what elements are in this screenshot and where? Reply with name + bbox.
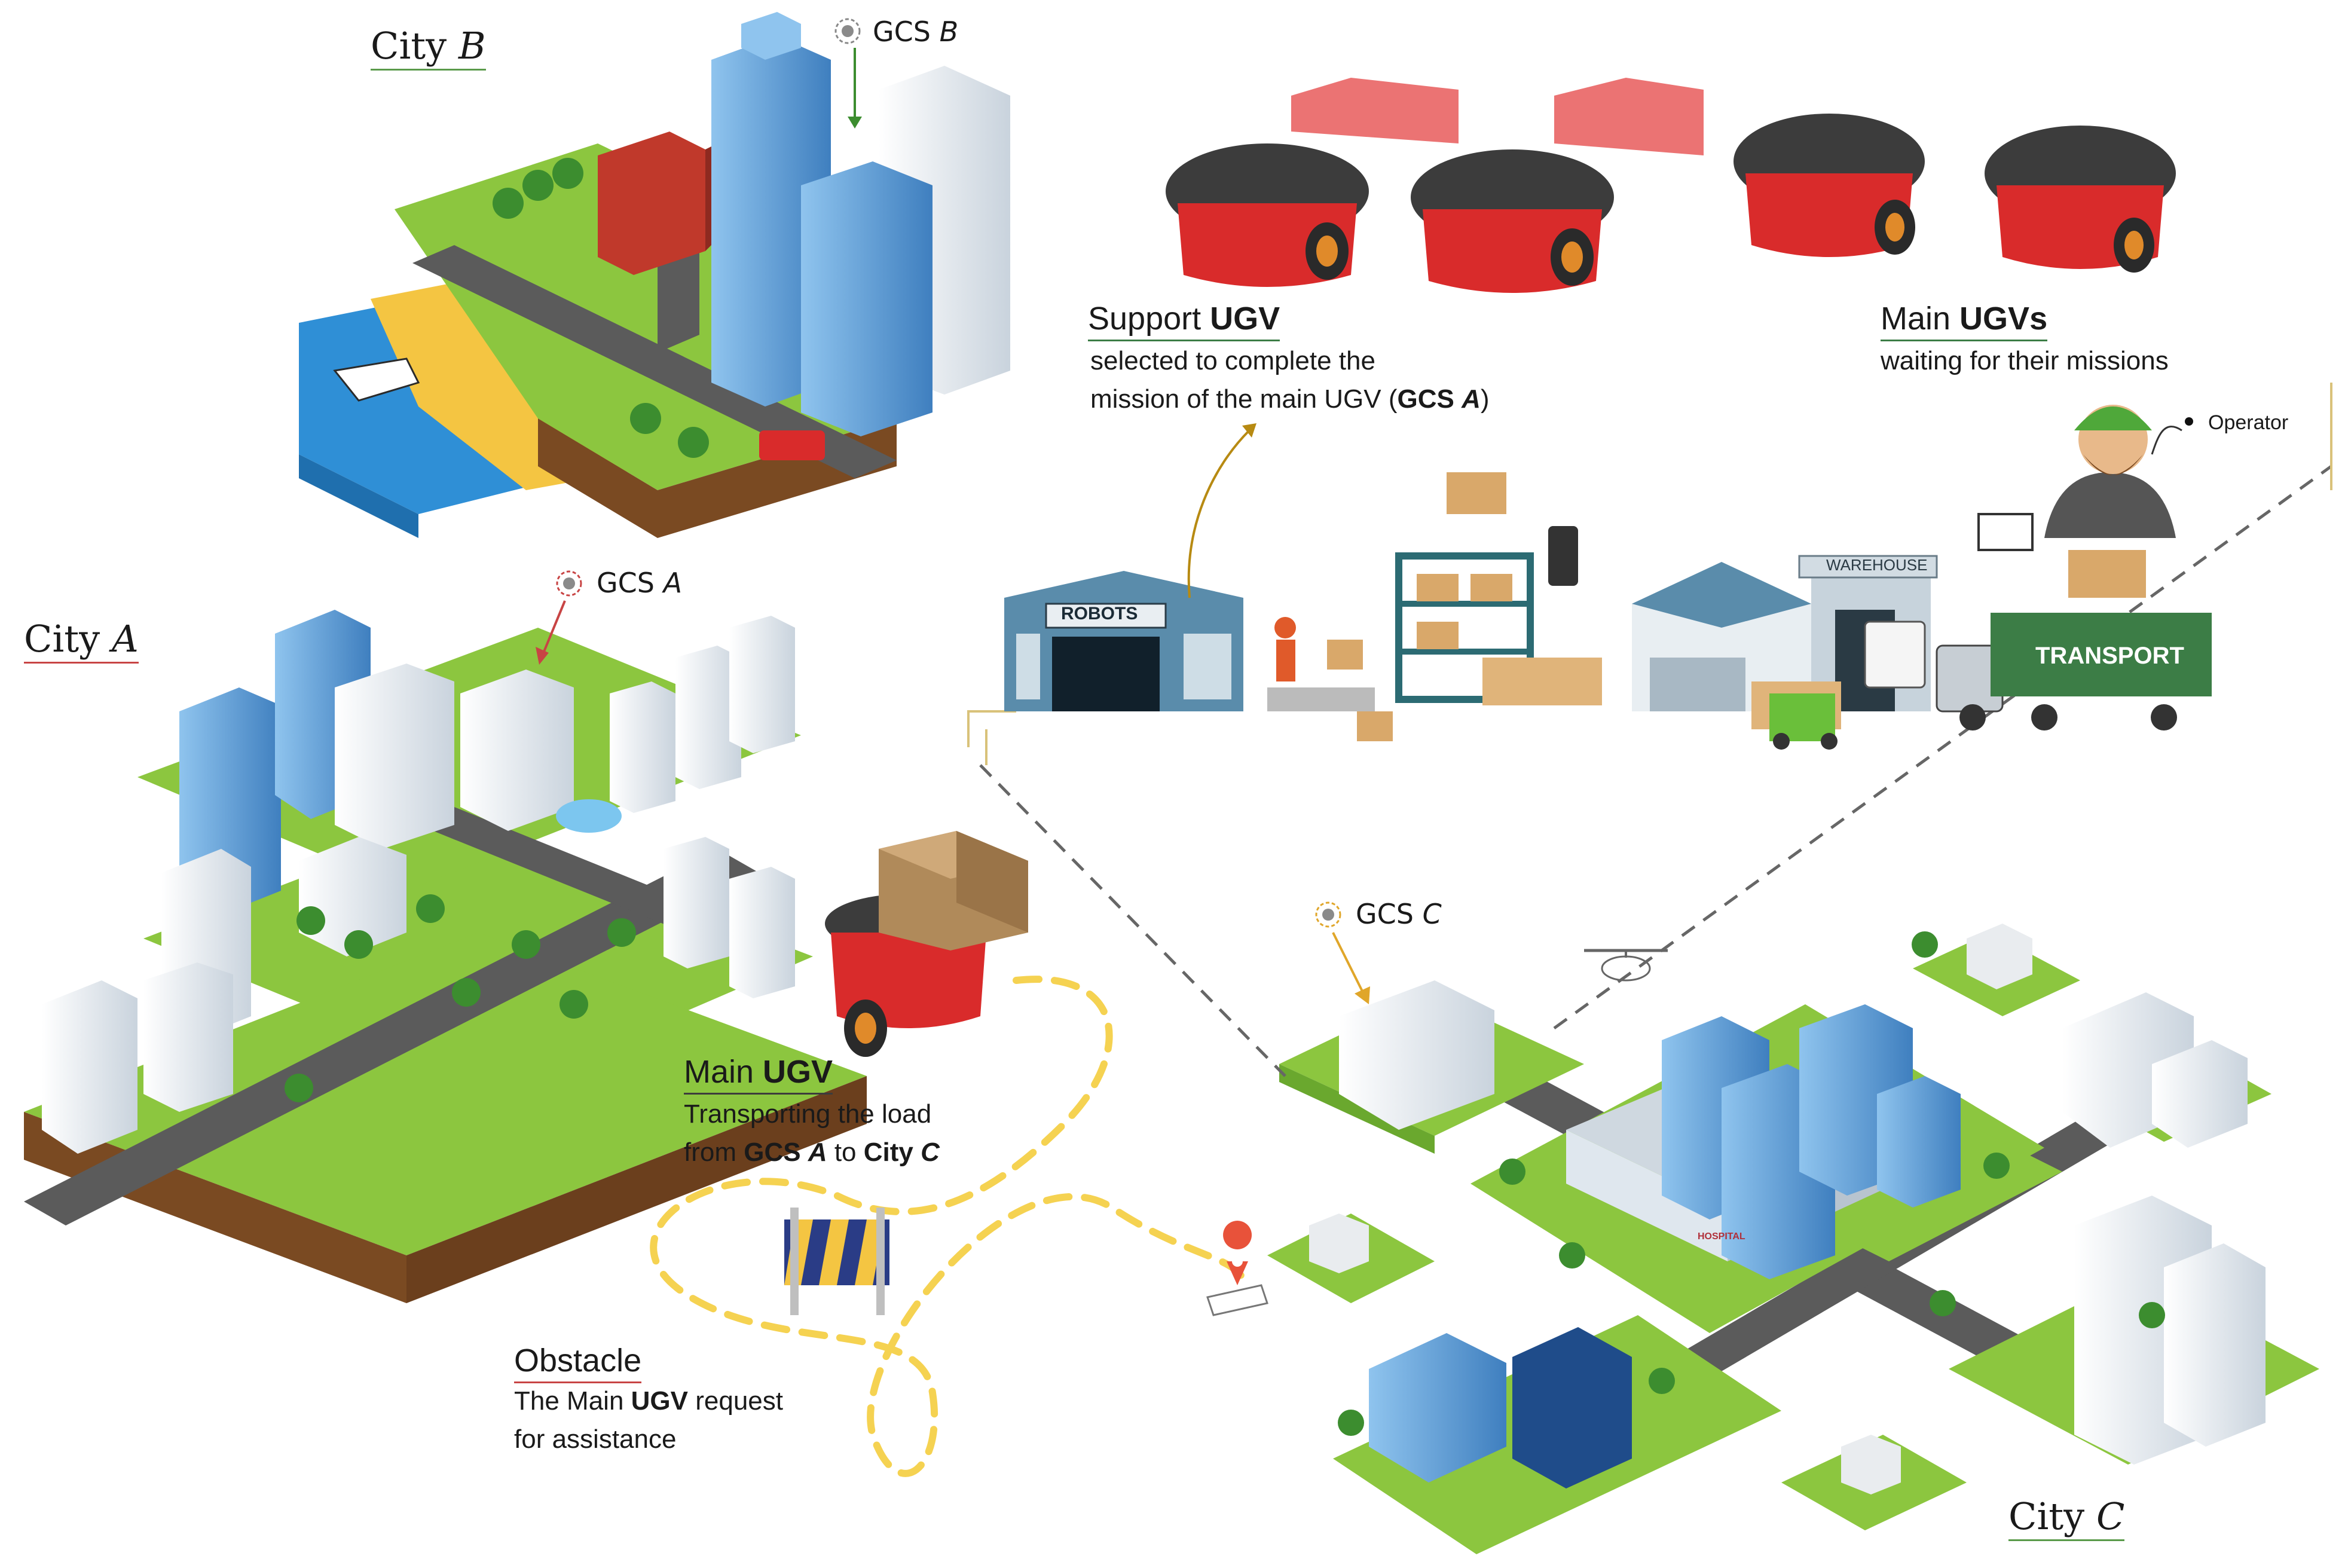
- city-b-label: City B: [371, 24, 486, 71]
- obstacle-title: Obstacle: [514, 1342, 642, 1383]
- city-c-illustration: [1267, 924, 2319, 1554]
- destination-pin: [1206, 1221, 1268, 1316]
- gcs-a-label: GCS A: [597, 567, 683, 599]
- main-ugv-waiting-2: [1985, 126, 2176, 273]
- obstacle-barrier: [784, 1208, 889, 1315]
- obstacle-desc: The Main UGV request for assistance: [514, 1386, 783, 1454]
- connector-right: [1553, 464, 2332, 1030]
- support-ugv-1: [1166, 78, 1459, 287]
- connector-left: [979, 764, 1286, 1077]
- operator-label: Operator: [2208, 411, 2289, 434]
- city-c-label: City C: [2008, 1494, 2125, 1541]
- main-ugv-title: Main UGV: [684, 1053, 833, 1095]
- city-a-illustration: [24, 610, 867, 1303]
- main-ugv-waiting-1: [1734, 114, 1925, 257]
- transport-truck: [1936, 613, 2212, 730]
- city-a-label: City A: [24, 617, 139, 664]
- operator-figure: [1977, 405, 2182, 598]
- support-ugv-2: [1411, 78, 1704, 293]
- warehouse-shelves: [1267, 472, 1602, 741]
- hospital-sign: HOSPITAL: [1698, 1231, 1745, 1242]
- delivery-truck: [1864, 621, 1926, 689]
- main-ugv-desc: Transporting the load from GCS A to City…: [684, 1099, 940, 1167]
- gcs-c-marker: [1315, 901, 1370, 1004]
- helicopter-icon: [1584, 949, 1668, 982]
- main-ugvs-title: Main UGVs: [1881, 300, 2048, 341]
- transport-sign: TRANSPORT: [2035, 643, 2184, 669]
- robots-garage: [1004, 571, 1243, 711]
- main-ugv-robot: [825, 831, 1028, 1057]
- main-ugvs-desc: waiting for their missions: [1881, 346, 2169, 375]
- robots-sign: ROBOTS: [1061, 604, 1138, 623]
- gcs-b-label: GCS B: [873, 16, 959, 48]
- city-b-illustration: [299, 12, 1010, 538]
- gcs-c-label: GCS C: [1356, 898, 1442, 930]
- support-ugv-title: Support UGV: [1088, 300, 1280, 341]
- gcs-b-marker: [834, 18, 862, 129]
- ugv-path: [650, 976, 1247, 1477]
- support-ugv-desc: selected to complete the mission of the …: [1090, 346, 1490, 414]
- gcs-a-marker: [536, 570, 582, 665]
- warehouse-sign: WAREHOUSE: [1826, 556, 1928, 574]
